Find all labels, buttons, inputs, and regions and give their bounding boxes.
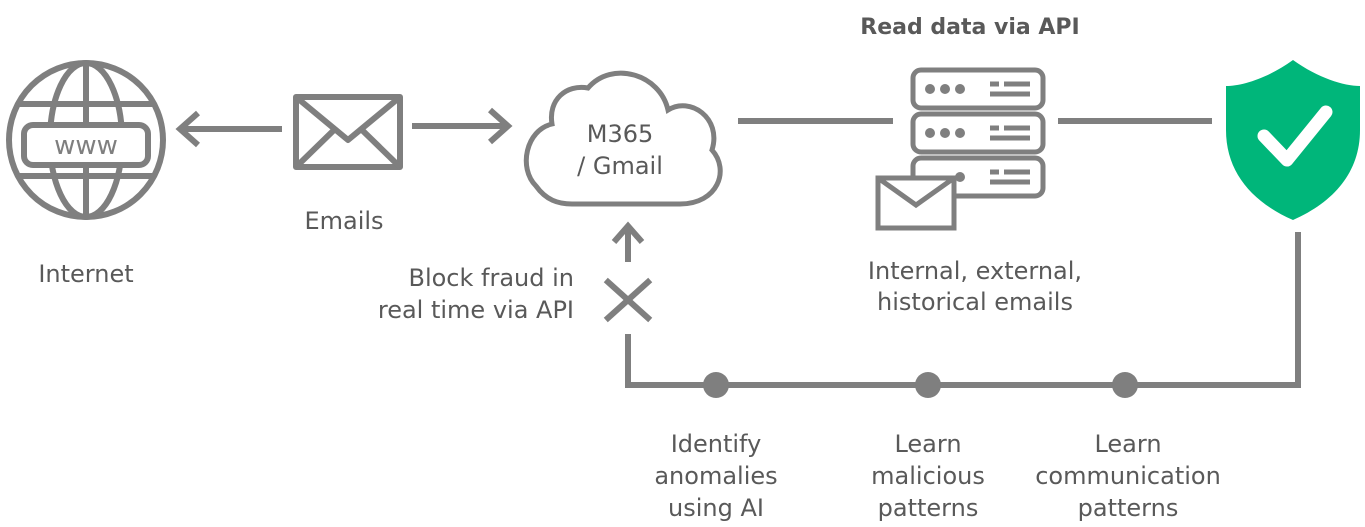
arrow-to-cloud [412,107,513,145]
cloud-label-line2: / Gmail [577,152,663,180]
block-label-line1: Block fraud in [408,264,574,292]
cloud-icon [523,70,723,207]
server-with-email-icon [875,67,1046,231]
step-node-malicious [915,372,941,398]
step-label-line: patterns [877,494,979,522]
globe-www-icon [6,60,166,220]
envelope-icon [293,94,403,170]
step-label-line: anomalies [654,462,778,490]
server-label-line1: Internal, external, [867,257,1083,285]
cloud-label-line1: M365 [586,120,654,148]
step-label-line: malicious [871,462,985,490]
shield-check-icon [1226,60,1360,220]
www-text: www [54,131,118,161]
emails-label: Emails [304,207,384,235]
step-label-line: Learn [1094,430,1162,458]
block-x-icon [603,277,653,323]
step-node-communication [1112,372,1138,398]
step-label-line: using AI [668,494,764,522]
internet-label: Internet [38,260,134,288]
arrow-to-internet [175,110,282,148]
step-label-line: patterns [1077,494,1179,522]
step-label-line: Learn [894,430,962,458]
diagram-title: Read data via API [860,15,1080,40]
arrow-up-to-cloud [611,221,645,262]
block-label-line2: real time via API [377,296,574,324]
feedback-loop-line [625,232,1301,388]
server-label-line2: historical emails [877,288,1073,316]
step-label-line: communication [1035,462,1221,490]
step-label-line: Identify [670,430,762,458]
step-node-identify [703,372,729,398]
